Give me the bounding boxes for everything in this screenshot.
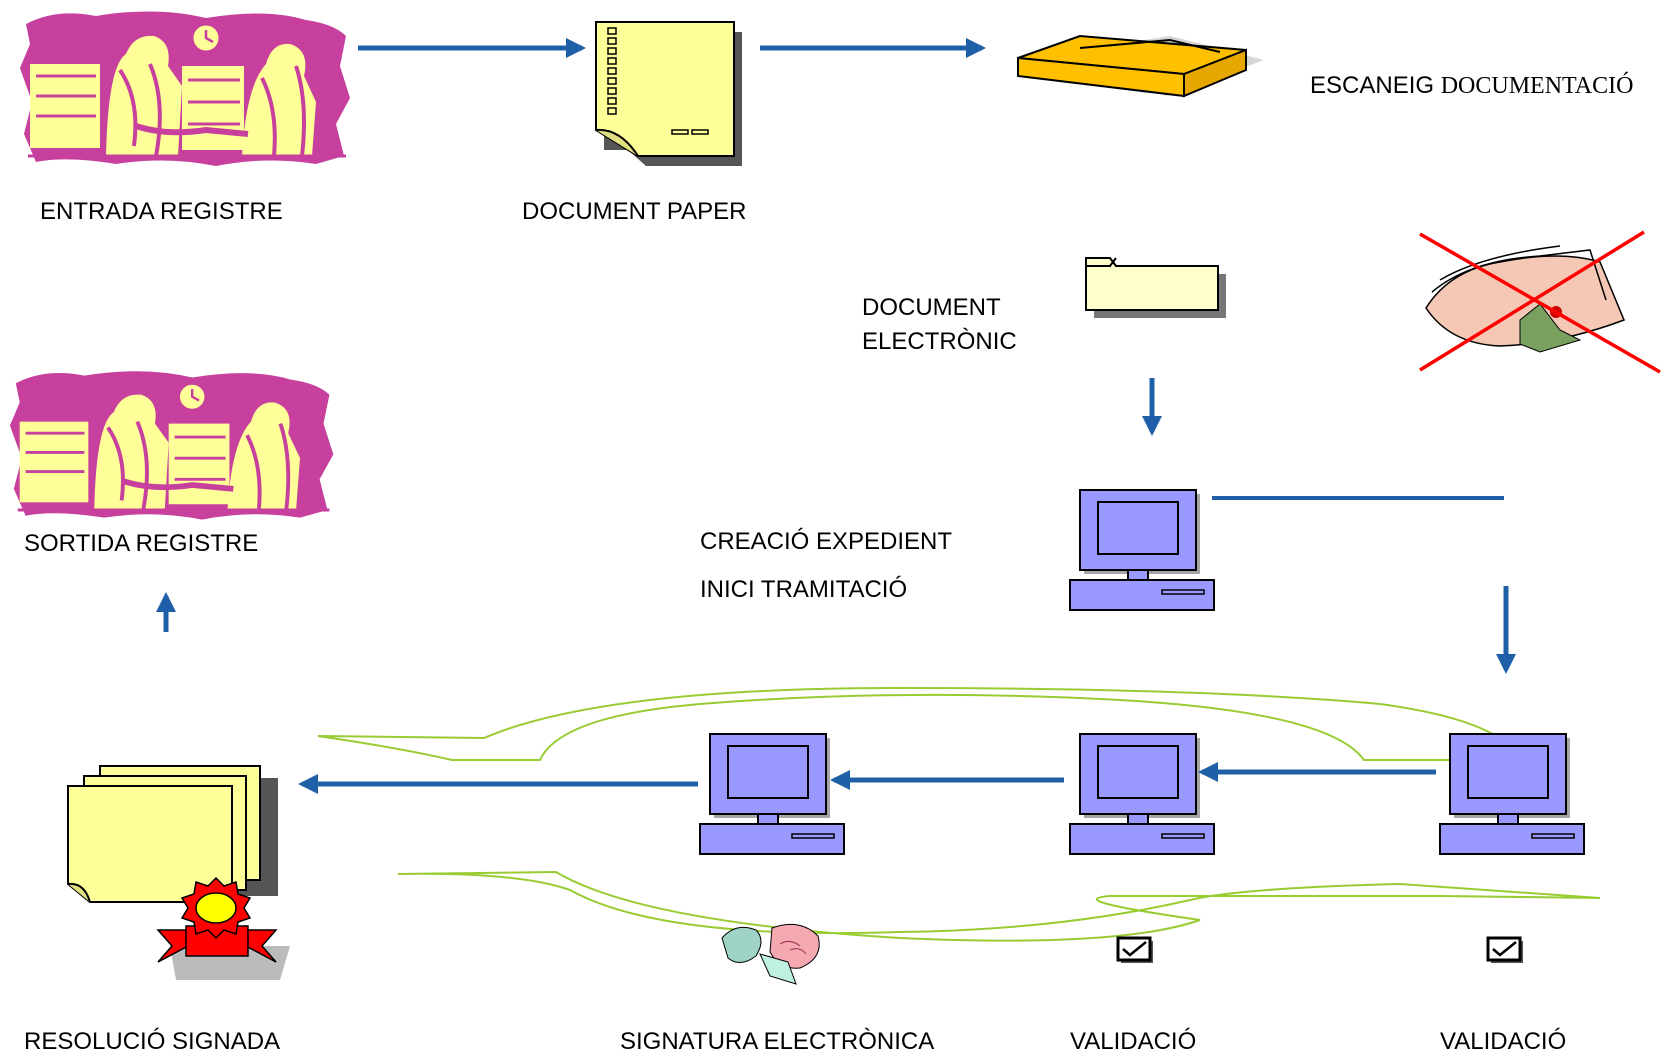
label-creacio-expedient: CREACIÓ EXPEDIENT: [700, 528, 953, 555]
green-loop-bottom: [397, 870, 1601, 942]
label-entrada-registre: ENTRADA REGISTRE: [40, 198, 283, 225]
green-loop-top: [317, 686, 1524, 761]
label-sortida-registre: SORTIDA REGISTRE: [24, 530, 259, 557]
award-seal-icon: [156, 876, 290, 980]
label-document-electronic-1: DOCUMENT: [862, 294, 1001, 321]
label-resolucio-signada: RESOLUCIÓ SIGNADA: [24, 1028, 281, 1050]
meeting-clipart-icon: [20, 11, 350, 166]
computer-icon-validacio-2: [1439, 733, 1585, 855]
label-signatura-electronica: SIGNATURA ELECTRÒNICA: [620, 1028, 935, 1050]
label-inici-tramitacio: INICI TRAMITACIÓ: [700, 576, 908, 603]
label-validacio-2: VALIDACIÓ: [1440, 1028, 1567, 1050]
meeting-clipart-icon-2: [10, 371, 333, 519]
folder-icon: [1085, 257, 1226, 318]
label-escaneig: ESCANEIG DOCUMENTACIÓ: [1310, 72, 1634, 99]
crossed-out-papers-icon: [1419, 230, 1661, 374]
checkbox-icon: [1116, 936, 1155, 965]
label-document-paper: DOCUMENT PAPER: [522, 198, 747, 225]
scanner-icon: [1016, 34, 1264, 98]
stacked-documents-icon: [67, 765, 278, 903]
computer-icon: [1069, 489, 1215, 611]
checkbox-icon-2: [1486, 936, 1525, 965]
label-escaneig-a: ESCANEIG: [1310, 72, 1435, 99]
label-validacio-1: VALIDACIÓ: [1070, 1028, 1197, 1050]
computer-icon-validacio-1: [1069, 733, 1215, 855]
label-escaneig-b: DOCUMENTACIÓ: [1440, 73, 1634, 99]
label-document-electronic-2: ELECTRÒNIC: [862, 328, 1017, 355]
computer-icon-signatura: [699, 733, 845, 855]
paper-document-icon: [595, 21, 742, 166]
signature-clipart-icon: [721, 923, 820, 985]
